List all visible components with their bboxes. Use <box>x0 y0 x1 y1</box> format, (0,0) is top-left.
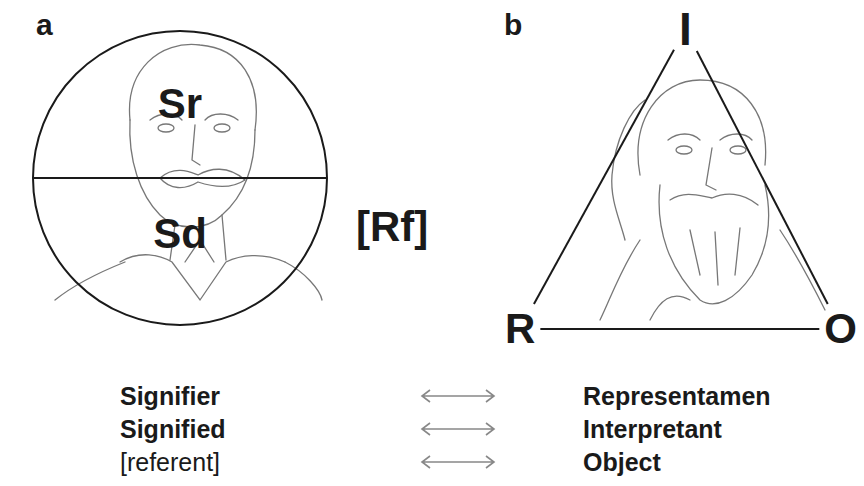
saussure-sign-circle <box>33 31 327 325</box>
representamen-vertex: R <box>502 306 538 352</box>
peirce-portrait <box>600 80 825 320</box>
sign-circle: SrSd <box>33 31 327 325</box>
node-text: O <box>821 306 860 352</box>
interpretant-vertex: I <box>676 4 695 54</box>
term-label: Signified <box>120 417 226 442</box>
term-label: Interpretant <box>583 417 722 442</box>
referent-label: [Rf] <box>356 206 428 248</box>
panel-letter: a <box>36 10 53 40</box>
panel-letter: b <box>504 10 522 40</box>
term-label: [referent] <box>120 450 220 475</box>
node-text: Sd <box>33 213 327 255</box>
term-label: Object <box>583 450 661 475</box>
node-text: Sr <box>33 83 327 125</box>
node-text: I <box>676 4 695 54</box>
triangle-side <box>534 50 674 304</box>
term-label: Signifier <box>120 384 220 409</box>
term-label: Representamen <box>583 384 771 409</box>
triangle-side <box>540 329 819 330</box>
correspondence-arrows <box>422 390 494 468</box>
node-text: R <box>502 306 538 352</box>
triangle-side <box>697 51 828 304</box>
object-vertex: O <box>821 306 860 352</box>
